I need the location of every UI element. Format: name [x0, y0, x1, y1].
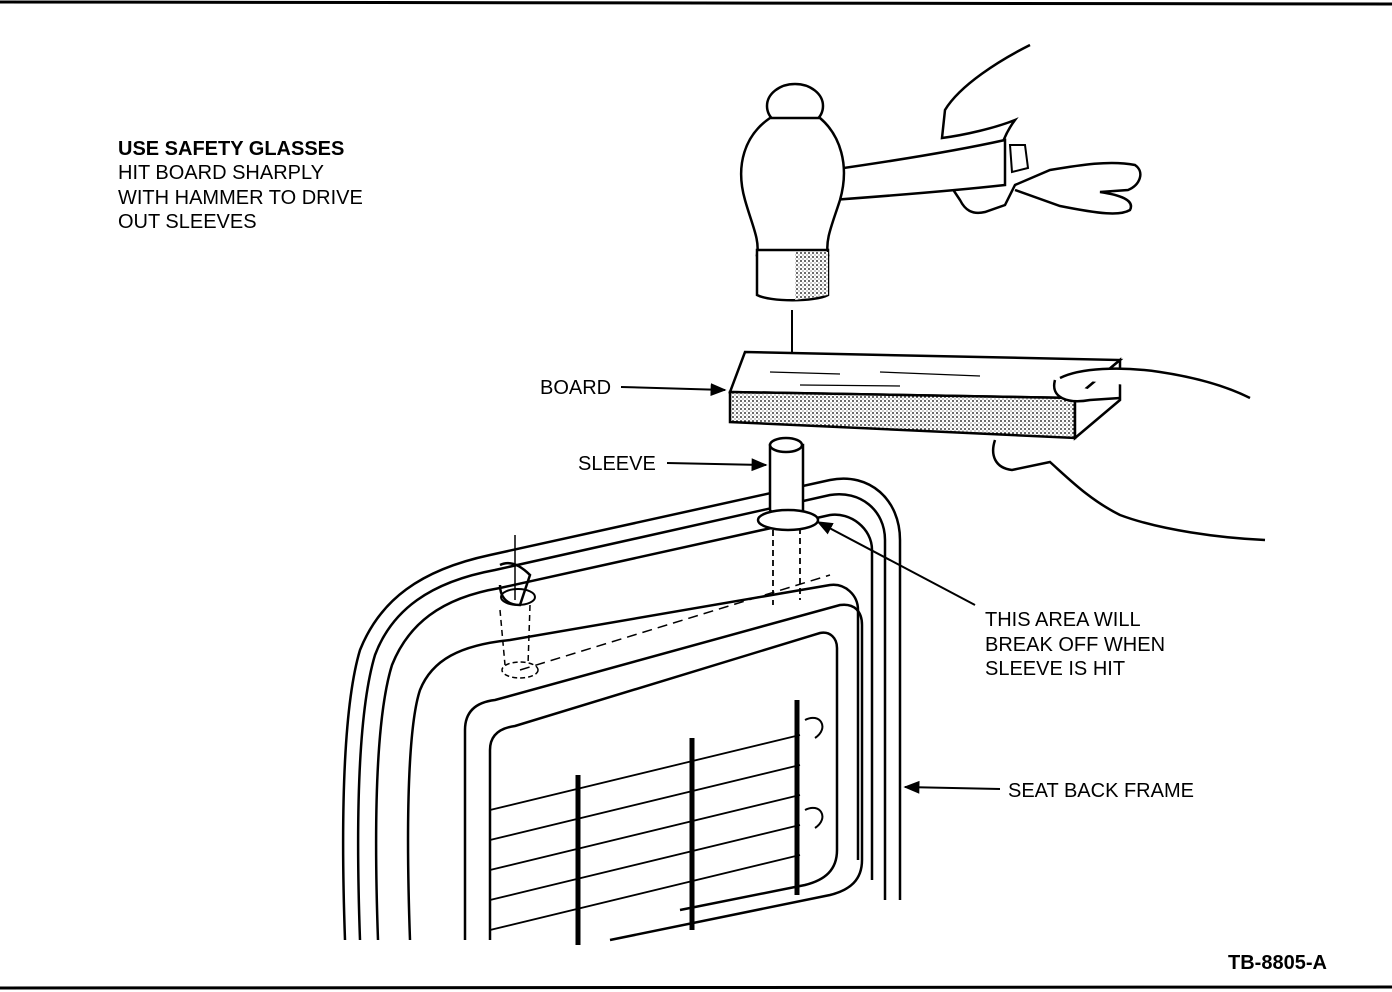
seat-back-frame-illustration — [341, 477, 902, 945]
sleeve-label: SLEEVE — [578, 453, 656, 475]
seat-back-frame-leader-arrow — [903, 780, 1001, 794]
upper-hand-illustration — [940, 43, 1142, 215]
figure-id: TB-8805-A — [1228, 952, 1327, 974]
board-callout: BOARD — [540, 377, 727, 399]
break-area-line-2: BREAK OFF WHEN — [985, 634, 1165, 656]
seat-back-frame-callout: SEAT BACK FRAME — [903, 780, 1194, 802]
bottom-border-line — [0, 985, 1392, 990]
instruction-block: USE SAFETY GLASSES HIT BOARD SHARPLY WIT… — [118, 138, 363, 233]
board-label: BOARD — [540, 377, 611, 399]
sleeve-callout: SLEEVE — [578, 453, 768, 475]
safety-title: USE SAFETY GLASSES — [118, 138, 344, 160]
hammer-illustration — [740, 82, 1007, 302]
break-area-line-3: SLEEVE IS HIT — [985, 658, 1125, 680]
sleeve-leader-arrow — [666, 458, 768, 472]
break-area-line-1: THIS AREA WILL — [985, 609, 1141, 631]
lower-hand-illustration — [991, 367, 1266, 542]
top-border-line — [0, 0, 1392, 6]
sleeve-illustration — [756, 436, 820, 605]
instruction-line-1: HIT BOARD SHARPLY — [118, 162, 324, 184]
board-leader-arrow — [620, 383, 727, 396]
instruction-line-2: WITH HAMMER TO DRIVE — [118, 187, 363, 209]
break-area-callout: THIS AREA WILL BREAK OFF WHEN SLEEVE IS … — [816, 521, 1165, 680]
seat-back-frame-label: SEAT BACK FRAME — [1008, 780, 1194, 802]
break-area-leader-arrow — [816, 521, 976, 606]
instruction-line-3: OUT SLEEVES — [118, 211, 257, 233]
